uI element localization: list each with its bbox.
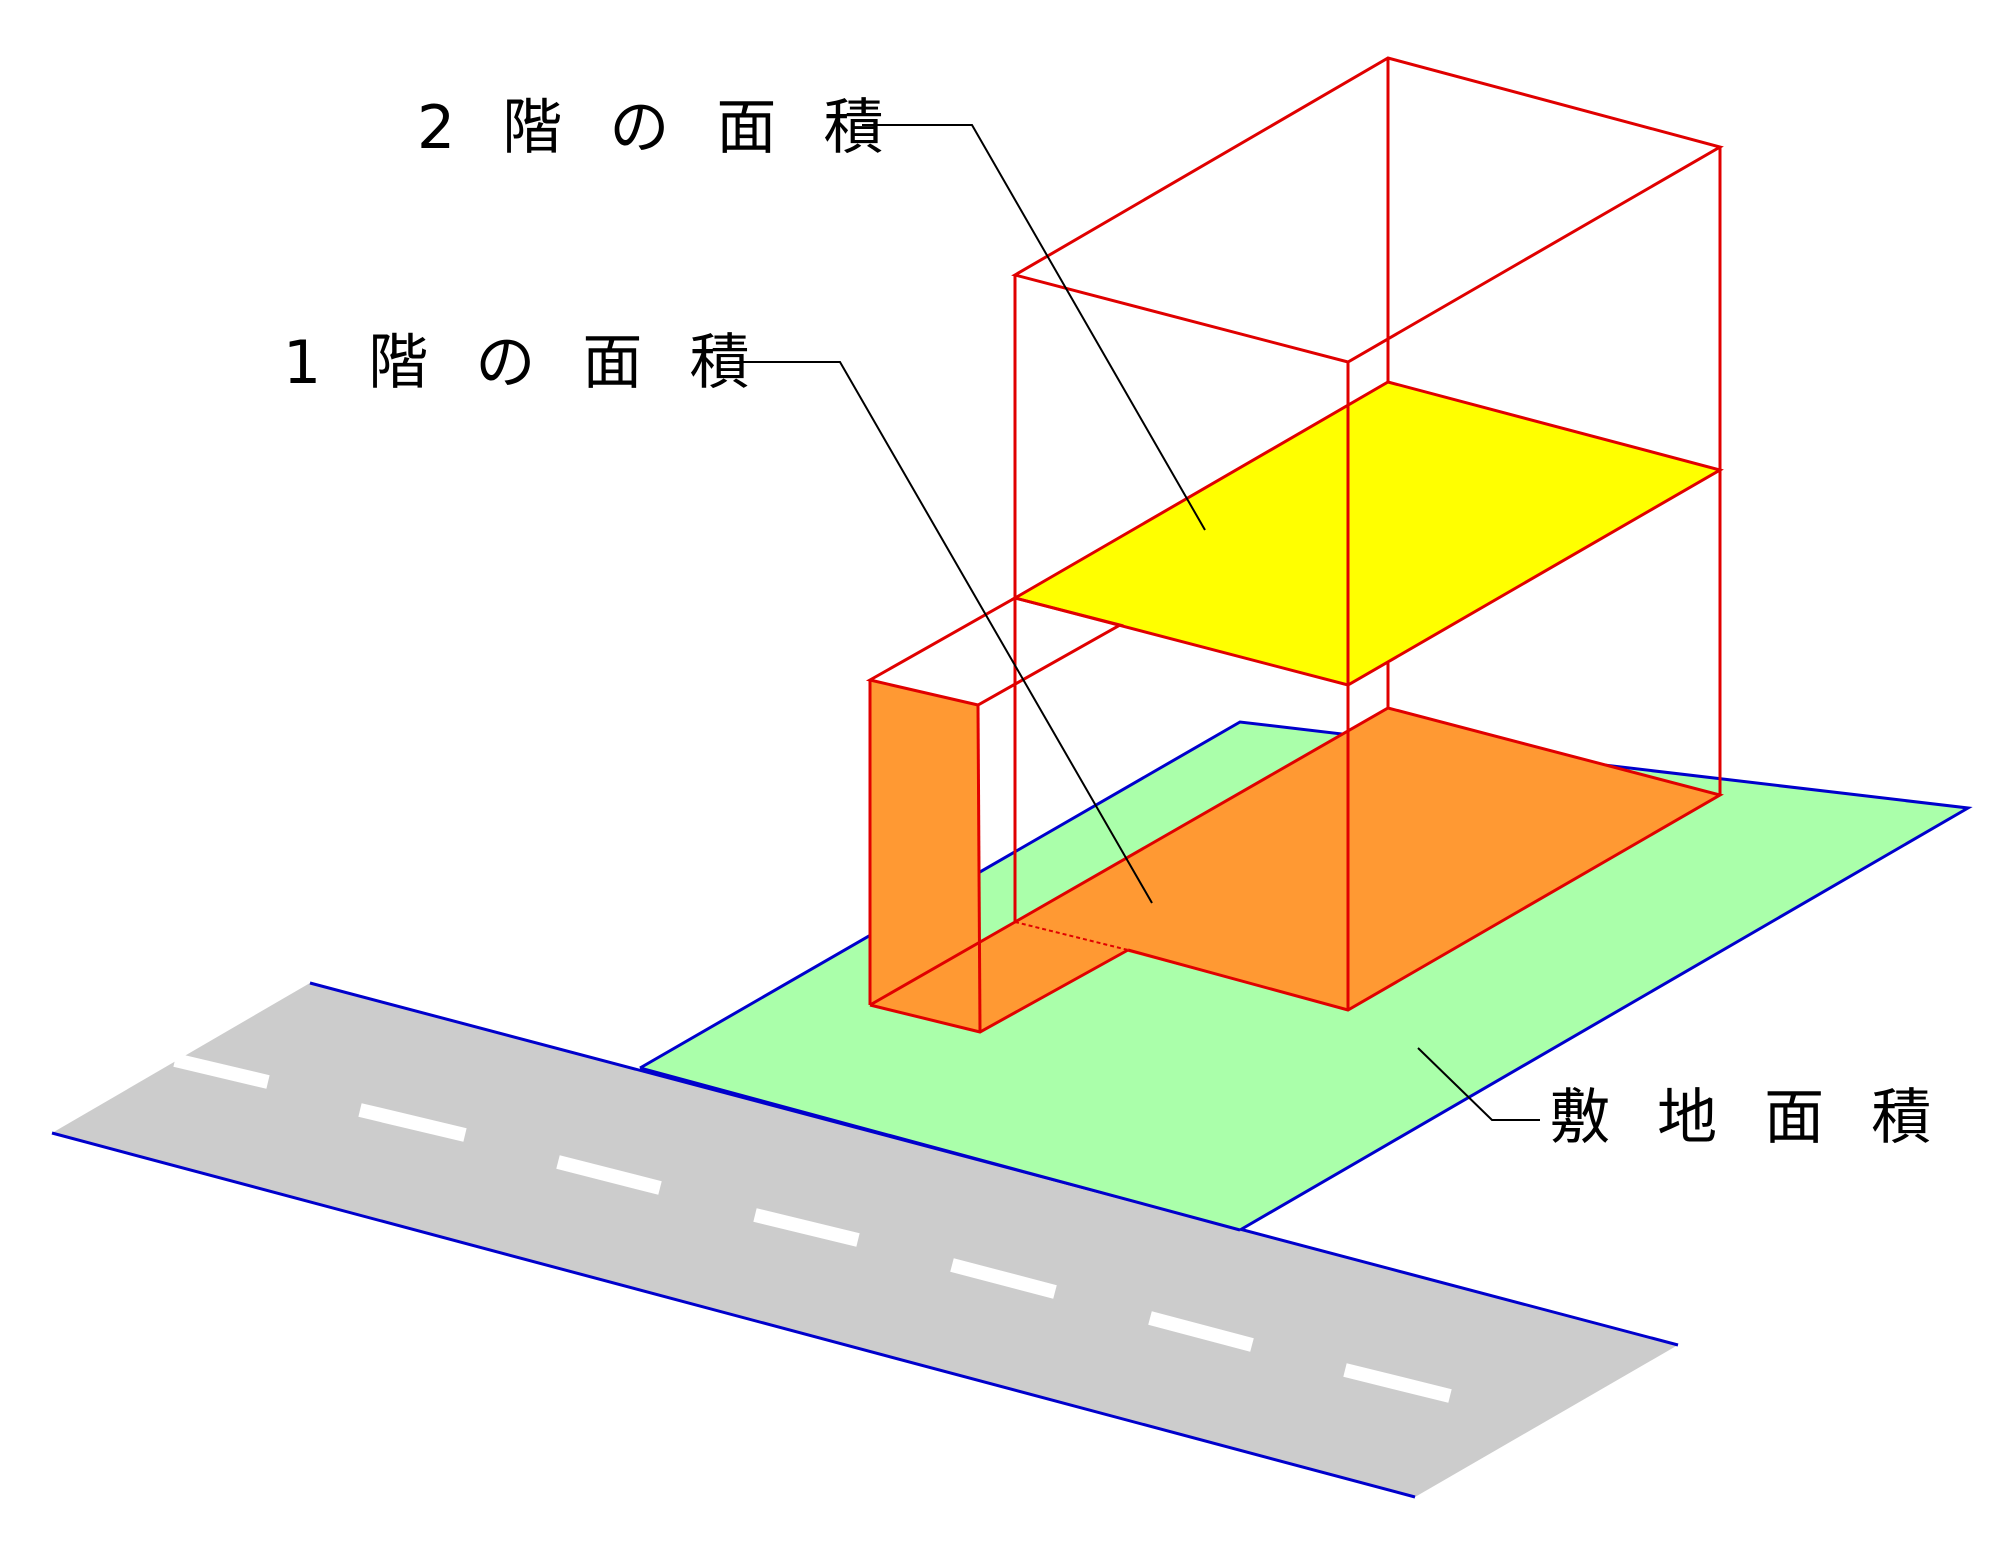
- floor1-area: [870, 922, 1128, 1032]
- site-road-boundary: [639, 1066, 1241, 1232]
- low-wing-corner: [976, 704, 982, 1033]
- road: [52, 983, 1678, 1497]
- floor1-leader-line: [728, 361, 1153, 904]
- low-wing-base: [869, 948, 1129, 1034]
- upper-block-roof: [1011, 56, 1724, 364]
- building-wireframe: [865, 56, 1724, 1034]
- road-center-dashes: [173, 1053, 1452, 1403]
- floor2-area-label: 2 階 の 面 積: [417, 93, 898, 163]
- low-wing-base: [869, 920, 1016, 1007]
- floor1-hidden-edge: [1014, 921, 1129, 951]
- road-near-edge: [51, 1131, 1416, 1499]
- road-dash: [358, 1103, 467, 1142]
- floor1-area-label: 1 階 の 面 積: [283, 328, 764, 398]
- floor2-area: [1011, 380, 1724, 687]
- site-leader-line: [1417, 1047, 1540, 1121]
- road-dash: [753, 1208, 860, 1247]
- road-dash: [556, 1155, 662, 1195]
- road-dash: [1148, 1311, 1254, 1352]
- road-dash: [1343, 1363, 1452, 1403]
- road-dash: [950, 1258, 1057, 1299]
- road-dash: [173, 1053, 270, 1089]
- floor2-leader-line: [862, 124, 1206, 531]
- floor1-area: [1015, 708, 1720, 1010]
- ground-floor-edge: [1014, 706, 1724, 1012]
- site-area-label: 敷 地 面 積: [1550, 1083, 1946, 1153]
- floor1-area: [870, 680, 980, 1032]
- low-wing-roof: [865, 596, 1124, 707]
